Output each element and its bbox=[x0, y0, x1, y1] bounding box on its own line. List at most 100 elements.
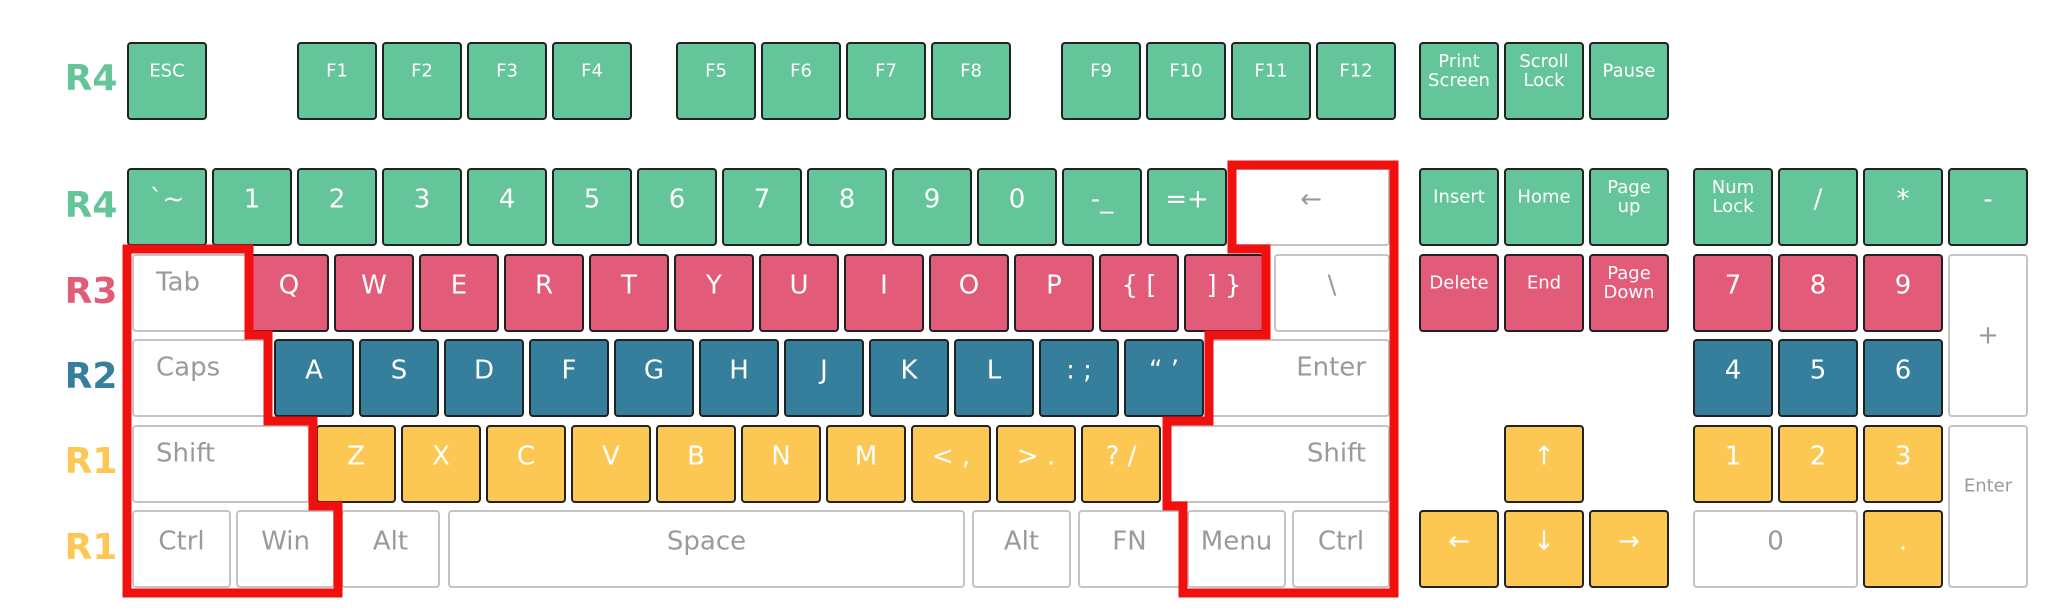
key-home-4: F bbox=[529, 339, 609, 417]
key-label: 1 bbox=[1724, 440, 1742, 471]
key-space-row-5: FN bbox=[1078, 510, 1181, 588]
key-fn-8: F7 bbox=[846, 42, 926, 120]
key-label: 8 bbox=[838, 183, 856, 214]
key-top-9: O bbox=[929, 254, 1009, 332]
key-fn-11: F10 bbox=[1146, 42, 1226, 120]
key-label: C bbox=[516, 440, 536, 471]
key-label: 8 bbox=[1809, 269, 1827, 300]
key-fn-9: F8 bbox=[931, 42, 1011, 120]
key-label: Delete bbox=[1429, 272, 1489, 294]
key-top-3: E bbox=[419, 254, 499, 332]
key-label: ↓ bbox=[1533, 525, 1555, 556]
key-bottom-5: B bbox=[656, 425, 736, 503]
key-label: → bbox=[1618, 525, 1640, 556]
row-label-4: R2 bbox=[64, 356, 118, 397]
key-home-8: K bbox=[869, 339, 949, 417]
key-label: K bbox=[900, 354, 918, 385]
key-fn-12: F11 bbox=[1231, 42, 1311, 120]
key-numpad-enter: Enter bbox=[1948, 425, 2028, 588]
key-label: L bbox=[986, 354, 1002, 385]
key-nav-1: Home bbox=[1504, 168, 1584, 246]
key-label: U bbox=[789, 269, 809, 300]
key-label: Tab bbox=[156, 266, 201, 297]
key-num-3: 3 bbox=[382, 168, 462, 246]
key-label: 7 bbox=[753, 183, 771, 214]
key-top-11: { [ bbox=[1099, 254, 1179, 332]
key-arrow-right: → bbox=[1589, 510, 1669, 588]
key-fn-7: F6 bbox=[761, 42, 841, 120]
key-label: F6 bbox=[790, 60, 812, 82]
key-label: Menu bbox=[1200, 525, 1273, 556]
key-numpad-10: 6 bbox=[1863, 339, 1943, 417]
key-space-row-7: Ctrl bbox=[1292, 510, 1390, 588]
key-label: D bbox=[473, 354, 495, 385]
key-label: “ ’ bbox=[1149, 354, 1179, 385]
key-fn-14: Print Screen bbox=[1419, 42, 1499, 120]
key-fn-1: ESC bbox=[127, 42, 207, 120]
key-label: FN bbox=[1112, 525, 1147, 556]
key-label: H bbox=[729, 354, 749, 385]
key-label: P bbox=[1046, 269, 1062, 300]
key-label: Insert bbox=[1433, 186, 1485, 208]
key-numpad-0: 0 bbox=[1693, 510, 1858, 588]
key-home-10: : ; bbox=[1039, 339, 1119, 417]
key-home-5: G bbox=[614, 339, 694, 417]
key-label: Z bbox=[347, 440, 365, 471]
key-num-9: 9 bbox=[892, 168, 972, 246]
key-label: Print Screen bbox=[1428, 51, 1490, 92]
key-home-6: H bbox=[699, 339, 779, 417]
key-label: 5 bbox=[1809, 354, 1827, 385]
key-label: X bbox=[432, 440, 450, 471]
key-bottom-4: V bbox=[571, 425, 651, 503]
key-numpad-11: 1 bbox=[1693, 425, 1773, 503]
key-bottom-8: < , bbox=[911, 425, 991, 503]
key-numpad-0: Num Lock bbox=[1693, 168, 1773, 246]
key-label: Scroll Lock bbox=[1519, 51, 1569, 92]
key-label: F7 bbox=[875, 60, 897, 82]
key-label: 2 bbox=[328, 183, 346, 214]
key-num-1: 1 bbox=[212, 168, 292, 246]
key-bottom-7: M bbox=[826, 425, 906, 503]
key-label: ↑ bbox=[1533, 440, 1555, 471]
key-label: Shift bbox=[1306, 437, 1366, 468]
key-label: * bbox=[1896, 183, 1910, 214]
key-label: F9 bbox=[1090, 60, 1112, 82]
key-label: F11 bbox=[1254, 60, 1288, 82]
key-home-7: J bbox=[784, 339, 864, 417]
key-arrow-down: ↓ bbox=[1504, 510, 1584, 588]
key-num-5: 5 bbox=[552, 168, 632, 246]
key-numpad-dot: . bbox=[1863, 510, 1943, 588]
key-bottom-6: N bbox=[741, 425, 821, 503]
key-fn-4: F3 bbox=[467, 42, 547, 120]
key-label: 3 bbox=[413, 183, 431, 214]
key-backslash: \ bbox=[1274, 254, 1390, 332]
key-label: Page Down bbox=[1603, 263, 1655, 304]
key-fn-10: F9 bbox=[1061, 42, 1141, 120]
key-label: F1 bbox=[326, 60, 348, 82]
key-shift-right: Shift bbox=[1169, 425, 1390, 503]
key-top-5: T bbox=[589, 254, 669, 332]
key-label: 0 bbox=[1767, 525, 1784, 556]
key-label: 9 bbox=[923, 183, 941, 214]
key-numpad-3: - bbox=[1948, 168, 2028, 246]
key-label: F12 bbox=[1339, 60, 1373, 82]
key-numpad-2: * bbox=[1863, 168, 1943, 246]
key-fn-6: F5 bbox=[676, 42, 756, 120]
key-label: 7 bbox=[1724, 269, 1742, 300]
key-label: F bbox=[561, 354, 577, 385]
key-label: A bbox=[305, 354, 323, 385]
key-enter: Enter bbox=[1209, 339, 1390, 417]
key-bottom-9: > . bbox=[996, 425, 1076, 503]
key-label: ESC bbox=[149, 60, 185, 82]
row-label-1: R4 bbox=[64, 58, 118, 99]
key-numpad-13: 3 bbox=[1863, 425, 1943, 503]
key-home-9: L bbox=[954, 339, 1034, 417]
key-fn-2: F1 bbox=[297, 42, 377, 120]
key-label: < , bbox=[931, 440, 971, 471]
key-fn-16: Pause bbox=[1589, 42, 1669, 120]
key-num-6: 6 bbox=[637, 168, 717, 246]
key-label: ← bbox=[1448, 525, 1470, 556]
key-nav-3: Delete bbox=[1419, 254, 1499, 332]
key-label: R bbox=[534, 269, 554, 300]
